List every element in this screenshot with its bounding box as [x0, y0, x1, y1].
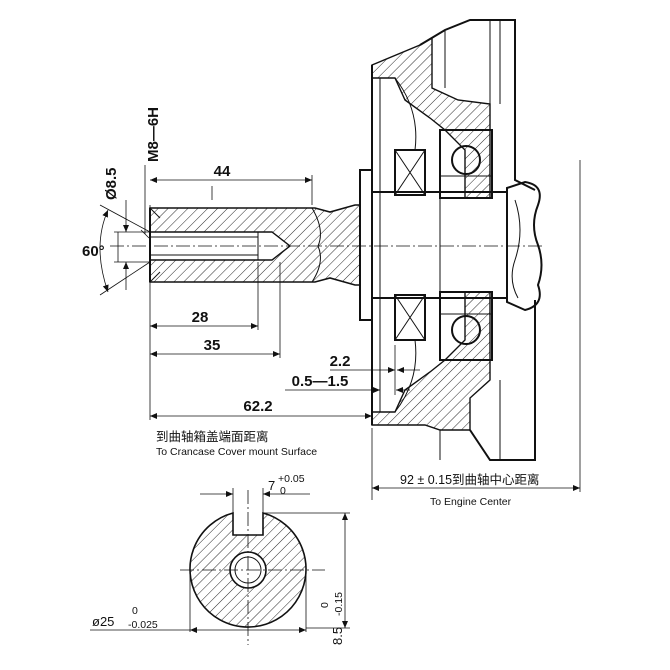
oil-seal-lower — [394, 294, 426, 341]
engine-housing — [359, 19, 543, 461]
dia-tol-lower: -0.025 — [128, 619, 158, 631]
angle-arc — [99, 209, 109, 293]
dim-28-label: 28 — [192, 309, 209, 326]
bearing-ball-upper — [451, 145, 481, 175]
cover-note-cn: 到曲轴箱盖端面距离 — [156, 429, 269, 444]
dimensions: 44 28 35 62.2 2.2 0.5—1.5 M8—6H Ø8.5 — [82, 107, 581, 500]
angle-label: 60° — [82, 243, 105, 260]
dim-44-label: 44 — [214, 163, 231, 180]
dim-62-label: 62.2 — [243, 398, 272, 415]
dim-35-label: 35 — [204, 337, 221, 354]
housing-outline — [419, 19, 536, 191]
oil-seal-upper — [394, 149, 426, 196]
bore-dia-label: Ø8.5 — [103, 167, 120, 200]
thread-spec-label: M8—6H — [145, 107, 162, 162]
key-tol-upper: +0.05 — [278, 473, 305, 485]
dia-base-label: ø25 — [92, 614, 114, 629]
crank-web — [506, 180, 543, 312]
dim-gap-range-label: 0.5—1.5 — [292, 373, 349, 390]
key-width-label: 7 — [268, 478, 275, 493]
crankshaft — [110, 204, 545, 286]
depth-base-label: 8.5 — [330, 627, 345, 645]
depth-tol-upper: 0 — [319, 602, 331, 608]
dia-tol-upper: 0 — [132, 605, 138, 617]
center-note-cn: 92 ± 0.15到曲轴中心距离 — [400, 472, 540, 487]
flange-plate — [359, 169, 373, 321]
depth-tol-lower: -0.15 — [333, 592, 345, 616]
shaft-section-view: 7 +0.05 0 ø25 0 -0.025 8.5 0 -0.15 — [90, 473, 350, 645]
dim-2-2-label: 2.2 — [330, 353, 351, 370]
housing-upper-hatch — [371, 36, 491, 199]
bearing-upper — [439, 129, 493, 199]
notes: 到曲轴箱盖端面距离 To Crancase Cover mount Surfac… — [156, 429, 540, 508]
key-tol-lower: 0 — [280, 485, 286, 497]
bearing-lower — [439, 291, 493, 361]
center-note-en: To Engine Center — [430, 496, 512, 508]
bearing-ball-lower — [451, 315, 481, 345]
cover-note-en: To Crancase Cover mount Surface — [156, 446, 317, 458]
housing-outline-lower — [469, 300, 536, 461]
